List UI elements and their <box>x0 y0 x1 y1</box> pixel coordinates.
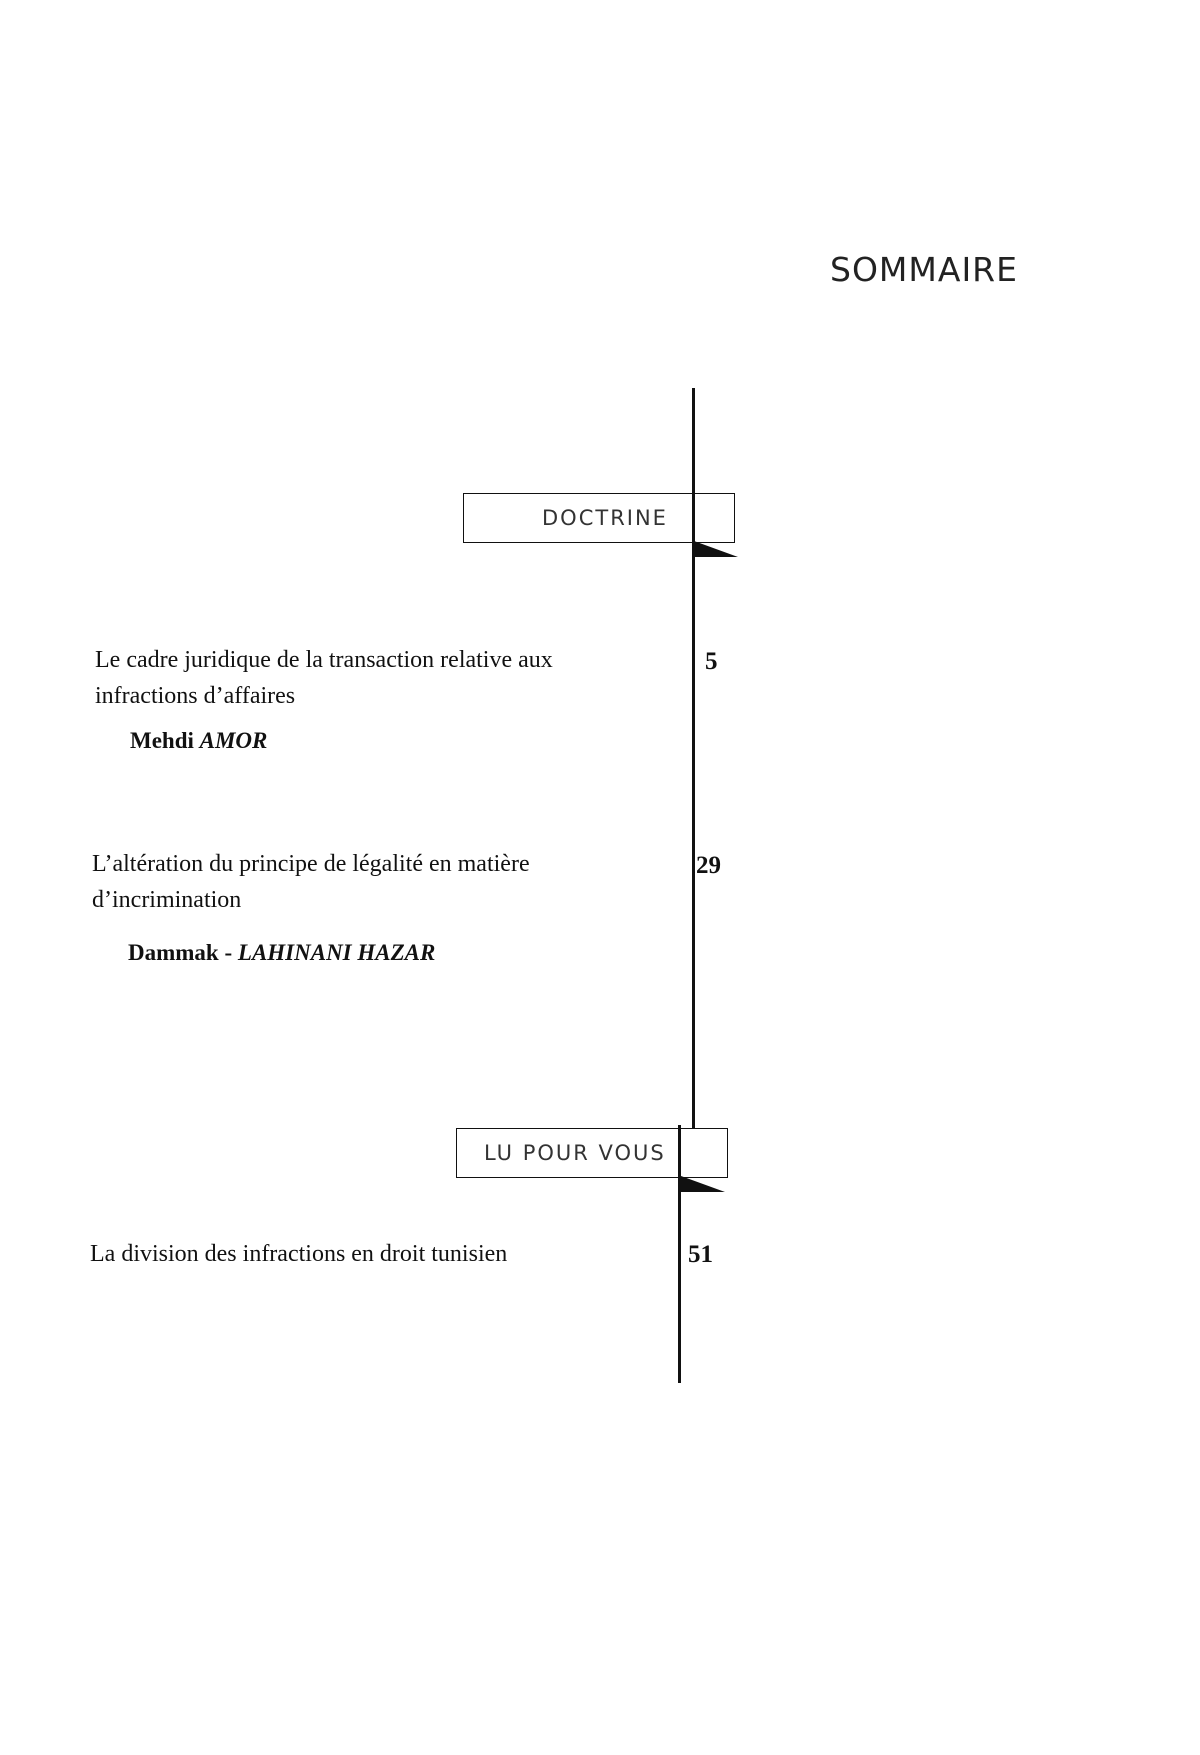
toc-spine-upper <box>692 388 695 1128</box>
toc-spine-lower <box>678 1125 681 1383</box>
toc-entry-page-number: 5 <box>705 648 718 675</box>
section-header-label: LU POUR VOUS <box>484 1141 666 1165</box>
section-header-doctrine: DOCTRINE <box>463 493 735 543</box>
flag-marker <box>694 541 738 557</box>
flag-marker <box>681 1176 725 1192</box>
page-title: SOMMAIRE <box>830 250 1018 289</box>
toc-entry-title: L’altération du principe de légalité en … <box>92 851 530 913</box>
toc-entry-author: Dammak - LAHINANI HAZAR <box>128 940 435 966</box>
toc-entry-title: La division des infractions en droit tun… <box>90 1241 508 1267</box>
author-first-name: Dammak - <box>128 940 233 965</box>
author-last-name: AMOR <box>199 728 268 753</box>
section-header-label: DOCTRINE <box>542 506 668 530</box>
toc-entry-page-number: 51 <box>688 1241 713 1268</box>
toc-entry-title: Le cadre juridique de la transaction rel… <box>95 647 553 709</box>
toc-entry-author: Mehdi AMOR <box>130 728 267 754</box>
toc-entry-page-number: 29 <box>696 852 721 879</box>
author-first-name: Mehdi <box>130 728 194 753</box>
author-last-name: LAHINANI HAZAR <box>237 940 436 965</box>
section-header-lu-pour-vous: LU POUR VOUS <box>456 1128 728 1178</box>
